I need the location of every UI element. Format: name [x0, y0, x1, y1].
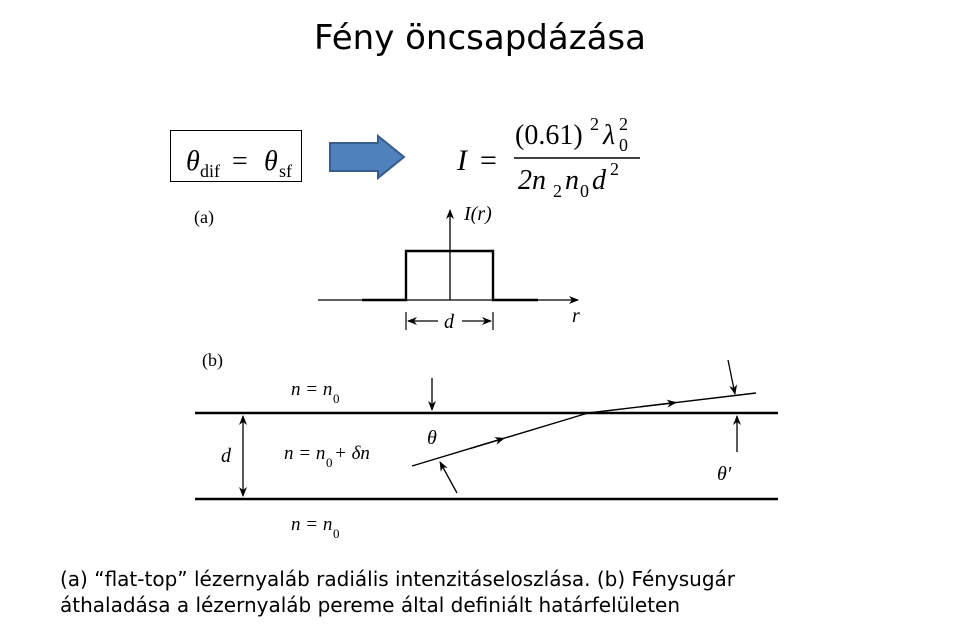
bottom-region-sub: 0 — [333, 526, 340, 541]
panel-b: (b) d n = n 0 n = n 0 + δn n = n 0 θ θ′ — [195, 350, 778, 541]
theta-sub-dif: dif — [200, 161, 220, 181]
top-region-label: n = n — [291, 379, 332, 400]
panel-b-label: (b) — [202, 350, 223, 371]
middle-region-label: n = n — [284, 443, 325, 464]
thickness-label: d — [221, 445, 232, 467]
y-axis-label: I(r) — [463, 203, 492, 225]
formula-left: θ dif = θ sf — [186, 146, 292, 181]
lambda-symbol: λ — [602, 120, 615, 151]
panel-a-label: (a) — [194, 207, 214, 228]
numerator-exp: 2 — [590, 114, 599, 134]
angle-out-label: θ′ — [717, 463, 732, 485]
equals-sign: = — [232, 146, 248, 177]
equals-sign-2: = — [480, 144, 497, 177]
theta-symbol: θ — [186, 146, 200, 177]
figure-caption: (a) “flat-top” lézernyaláb radiális inte… — [60, 566, 920, 618]
formula-right: I = (0.61) 2 λ 2 0 2n 2 n 0 d 2 — [456, 114, 640, 201]
den-d: d — [592, 165, 607, 196]
theta-symbol-2: θ — [264, 146, 278, 177]
numerator-base: (0.61) — [515, 120, 583, 151]
den-sub-1: 2 — [553, 181, 562, 201]
top-region-sub: 0 — [333, 391, 340, 406]
flat-top-profile — [362, 249, 538, 302]
formula-box — [170, 130, 302, 182]
denominator-2n: 2n — [518, 165, 546, 196]
theta-sub-sf: sf — [279, 161, 292, 181]
den-exp: 2 — [610, 159, 619, 179]
den-n: n — [565, 165, 579, 196]
bottom-region-label: n = n — [291, 514, 332, 535]
x-axis-label: r — [572, 305, 580, 327]
den-sub-2: 0 — [580, 181, 589, 201]
lambda-sub: 0 — [619, 135, 628, 155]
page-title: Fény öncsapdázása — [314, 18, 646, 58]
intensity-symbol: I — [456, 144, 469, 177]
lambda-sup: 2 — [619, 114, 628, 134]
caption-line-2: áthaladása a lézernyaláb pereme által de… — [60, 593, 681, 617]
panel-a: (a) I(r) r d — [194, 203, 580, 333]
middle-region-suffix: + δn — [334, 443, 370, 464]
width-label: d — [444, 311, 455, 333]
middle-region-sub: 0 — [326, 455, 333, 470]
angle-in-label: θ — [427, 427, 437, 449]
caption-line-1: (a) “flat-top” lézernyaláb radiális inte… — [60, 567, 736, 591]
right-arrow-icon — [329, 133, 406, 181]
